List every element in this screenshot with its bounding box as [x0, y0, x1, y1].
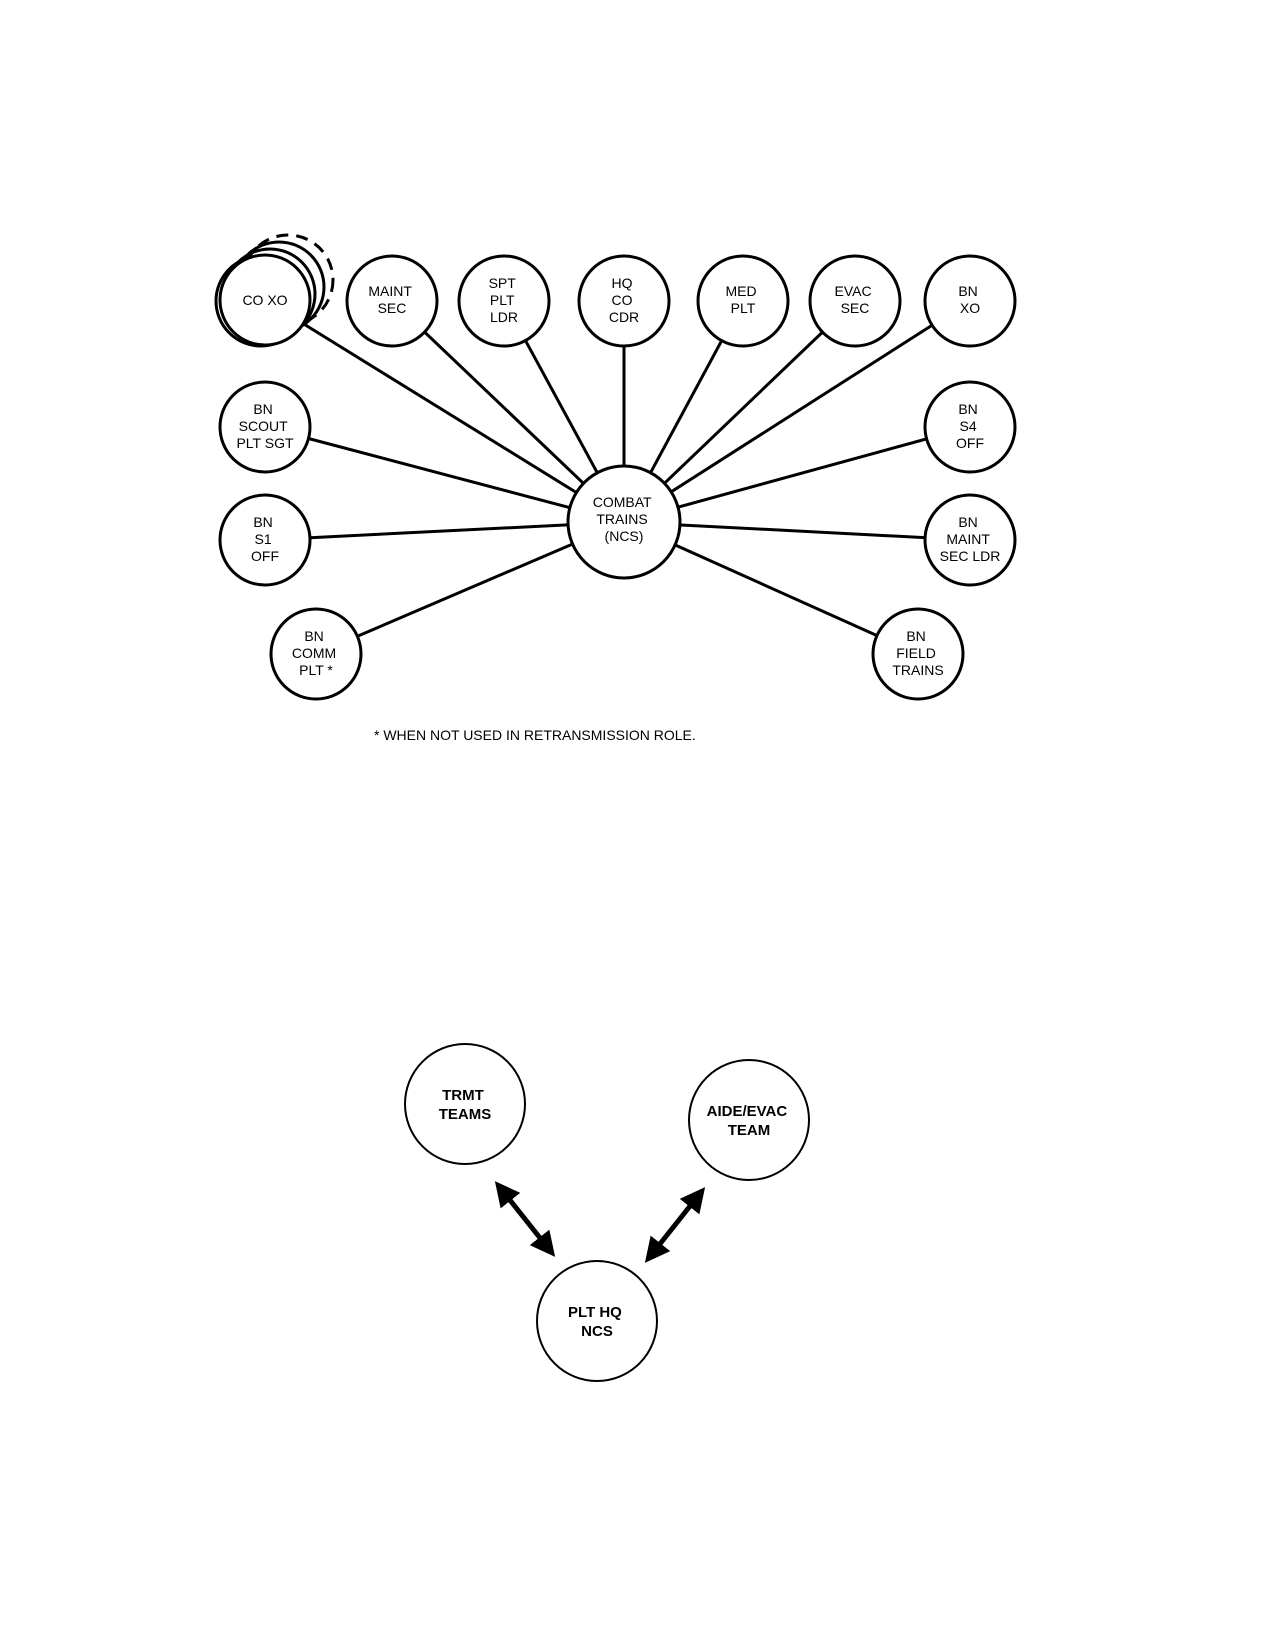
link-bn-xo [623, 299, 971, 524]
node-co-xo: CO XO [218, 253, 312, 347]
link-trmt-teams [494, 1181, 556, 1257]
svg-text:BN S4 OFF: BN S4 OFF [956, 401, 984, 451]
svg-text:MED PLT: MED PLT [725, 283, 760, 316]
node-bn-maint-sec-ldr: BN MAINT SEC LDR [923, 493, 1017, 587]
svg-text:AIDE/EVAC TEAM: AIDE/EVAC TEAM [707, 1103, 792, 1139]
svg-text:BN S1 OFF: BN S1 OFF [251, 514, 279, 564]
link-bn-s1-off [264, 520, 625, 542]
svg-text:PLT HQ NCS: PLT HQ NCS [568, 1304, 626, 1340]
node-plt-hq-ncs: PLT HQ NCS [536, 1260, 658, 1382]
svg-text:BN FIELD TRAIN: BN FIELD TRAINS [892, 628, 943, 678]
svg-text:BN XO: BN XO [958, 283, 981, 316]
svg-text:BN SCOUT PLT S: BN SCOUT PLT SGT [236, 401, 294, 451]
node-bn-comm-plt: BN COMM PLT * [269, 607, 363, 701]
link-bn-s4-off [623, 425, 971, 524]
svg-text:HQ CO CDR: HQ CO CDR [609, 275, 639, 325]
link-bn-scout-plt-sgt [264, 425, 625, 524]
node-bn-field-trains: BN FIELD TRAINS [871, 607, 965, 701]
svg-text:TRMT TEAMS: TRMT TEAMS [439, 1087, 492, 1123]
node-combat-trains: COMBAT TRAINS (NCS) [566, 464, 682, 580]
footnote: * WHEN NOT USED IN RETRANSMISSION ROLE. [374, 727, 696, 743]
node-maint-sec: MAINT SEC [345, 254, 439, 348]
svg-text:MAINT SEC: MAINT SEC [368, 283, 415, 316]
svg-text:BN COMM PLT *: BN COMM PLT * [292, 628, 340, 678]
svg-text:SPT PLT LDR: SPT PLT LDR [489, 275, 520, 325]
link-co-xo [264, 298, 625, 524]
node-bn-s1-off: BN S1 OFF [218, 493, 312, 587]
svg-text:CO XO: CO XO [242, 292, 287, 308]
svg-text:EVAC SEC: EVAC SEC [835, 283, 876, 316]
node-bn-s4-off: BN S4 OFF [923, 380, 1017, 474]
platoon-net: TRMT TEAMS AIDE/EVAC TEAM PLT HQ NCS [404, 1043, 810, 1382]
node-bn-xo: BN XO [923, 254, 1017, 348]
node-spt-plt-ldr: SPT PLT LDR [457, 254, 551, 348]
node-aide-evac-team: AIDE/EVAC TEAM [688, 1059, 810, 1181]
svg-text:COMBAT TRAINS: COMBAT TRAINS (NCS) [593, 494, 656, 544]
node-evac-sec: EVAC SEC [808, 254, 902, 348]
link-aide-evac-team [644, 1187, 706, 1263]
svg-text:BN MAINT SEC L: BN MAINT SEC LDR [940, 514, 1001, 564]
node-bn-scout-plt-sgt: BN SCOUT PLT SGT [218, 380, 312, 474]
link-bn-maint-sec-ldr [623, 520, 971, 542]
node-hq-co-cdr: HQ CO CDR [577, 254, 671, 348]
node-trmt-teams: TRMT TEAMS [404, 1043, 526, 1165]
combat-trains-net: COMBAT TRAINS (NCS) CO XO MAINT SEC SPT … [214, 233, 1017, 743]
node-med-plt: MED PLT [696, 254, 790, 348]
